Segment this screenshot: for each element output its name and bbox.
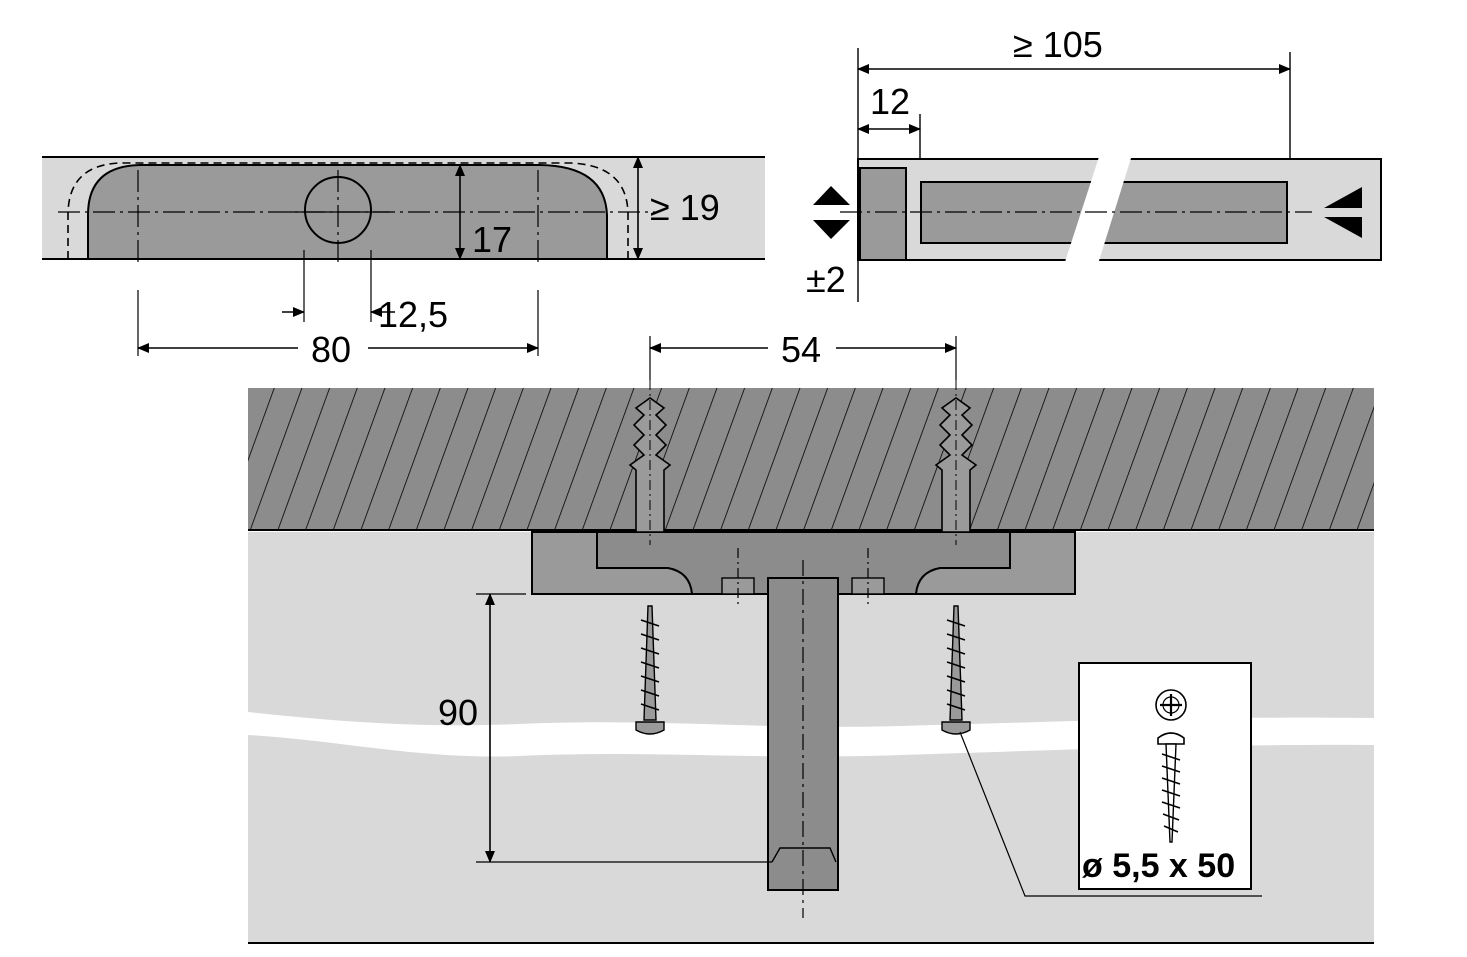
detail-leader [959, 731, 1262, 897]
dim-height-17: 17 [472, 219, 512, 260]
dim-screw-spacing: 54 [781, 329, 821, 370]
screw-detail-box [1078, 662, 1252, 890]
side-view-door [840, 155, 1382, 264]
top-view-cabinet-panel [42, 156, 765, 262]
dim-min-thickness: ≥ 19 [650, 187, 720, 228]
screw-spec-label: ø 5,5 x 50 [1082, 847, 1235, 885]
push-arrow-bottom [1324, 217, 1362, 238]
recess-dashed-outline [67, 162, 629, 259]
buffer-head [859, 167, 907, 261]
break-gap [1066, 155, 1132, 264]
wall-plug-left [628, 380, 672, 545]
adjust-down-arrow [813, 220, 850, 239]
buffer-plunger [767, 560, 839, 918]
screw-right [941, 605, 971, 735]
dim-length-80: 80 [311, 329, 351, 370]
push-arrow-top [1324, 187, 1362, 208]
dim-depth-90: 90 [438, 692, 478, 733]
screw-left [635, 605, 665, 735]
dim-tolerance: ±2 [806, 259, 846, 300]
adjust-up-arrow [813, 186, 850, 205]
dim-insert-12: 12 [870, 81, 910, 122]
dim-min-length: ≥ 105 [1013, 24, 1103, 65]
ceiling-section [248, 388, 1374, 531]
dim-hole-offset: 12,5 [378, 294, 448, 335]
wall-plug-right [934, 380, 978, 545]
